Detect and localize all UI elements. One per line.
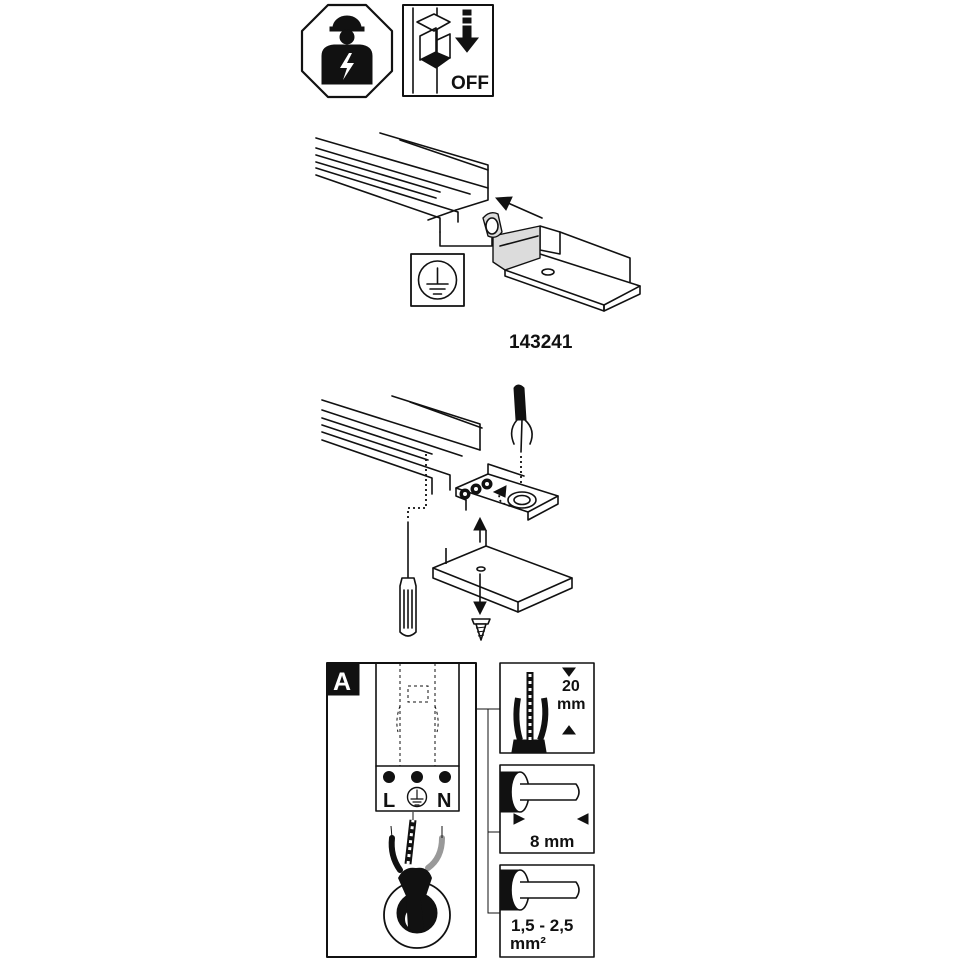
cross-section-unit: mm² [510, 934, 546, 953]
down-arrow-icon [473, 573, 487, 616]
step2-connector [455, 463, 559, 521]
product-code: 143241 [509, 332, 573, 353]
insert-arrow-icon [494, 196, 543, 219]
panel-a: A L N [326, 662, 477, 958]
wire-end-icon [510, 384, 533, 484]
electrician-icon [300, 3, 394, 99]
terminal-earth-icon [406, 786, 428, 808]
step2-track-rail [321, 395, 483, 495]
step1-feed-module [482, 211, 641, 312]
earth-ground-icon [410, 231, 493, 307]
cover-plate [432, 530, 573, 613]
cross-section-range: 1,5 - 2,5 [511, 916, 573, 935]
screwdriver-icon [399, 454, 427, 637]
strip-length-unit: mm [557, 696, 585, 713]
up-arrow-icon [473, 516, 487, 543]
cable-grommet [383, 812, 451, 949]
step1-track-rail [315, 132, 489, 233]
strip-length-value: 20 [562, 678, 580, 695]
screw-icon [471, 618, 491, 641]
power-off-icon: OFF [402, 4, 494, 97]
panel-a-letter: A [333, 668, 351, 696]
insulation-strip-label: 8 mm [530, 832, 574, 851]
terminal-label-l: L [383, 790, 395, 812]
detail-strip-length: 20 mm [499, 662, 595, 754]
detail-cross-section: 1,5 - 2,5 mm² [499, 864, 595, 958]
terminal-label-n: N [437, 790, 451, 812]
terminal-block: L N [375, 662, 460, 812]
off-label: OFF [451, 73, 489, 94]
detail-insulation-strip: 8 mm [499, 764, 595, 854]
